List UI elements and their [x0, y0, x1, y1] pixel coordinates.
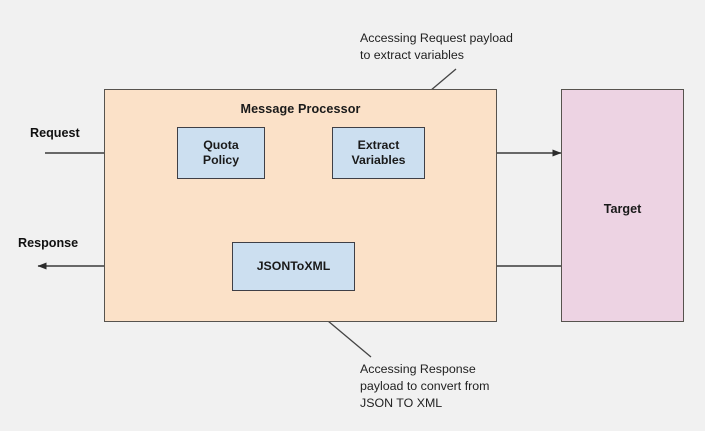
message-processor-title: Message Processor: [240, 102, 361, 116]
quota-policy-label-line2: Policy: [202, 153, 240, 167]
extract-variables-label: Extract Variables: [351, 138, 405, 168]
target-container[interactable]: Target: [561, 89, 684, 322]
extract-variables-node[interactable]: Extract Variables: [332, 127, 425, 179]
target-label: Target: [603, 202, 642, 216]
jsontoxml-label: JSONToXML: [256, 259, 331, 273]
jsontoxml-node[interactable]: JSONToXML: [232, 242, 355, 291]
quota-policy-node[interactable]: Quota Policy: [177, 127, 265, 179]
quota-policy-label: Quota Policy: [203, 138, 239, 168]
quota-policy-label-line1: Quota: [203, 138, 239, 152]
response-flow-label: Response: [18, 236, 79, 250]
extract-variables-label-line1: Extract: [357, 138, 400, 152]
request-annotation-text: Accessing Request payload to extract var…: [360, 31, 513, 63]
request-flow-label: Request: [30, 126, 80, 140]
response-annotation-text: Accessing Response payload to convert fr…: [360, 362, 490, 411]
extract-variables-label-line2: Variables: [351, 153, 406, 167]
